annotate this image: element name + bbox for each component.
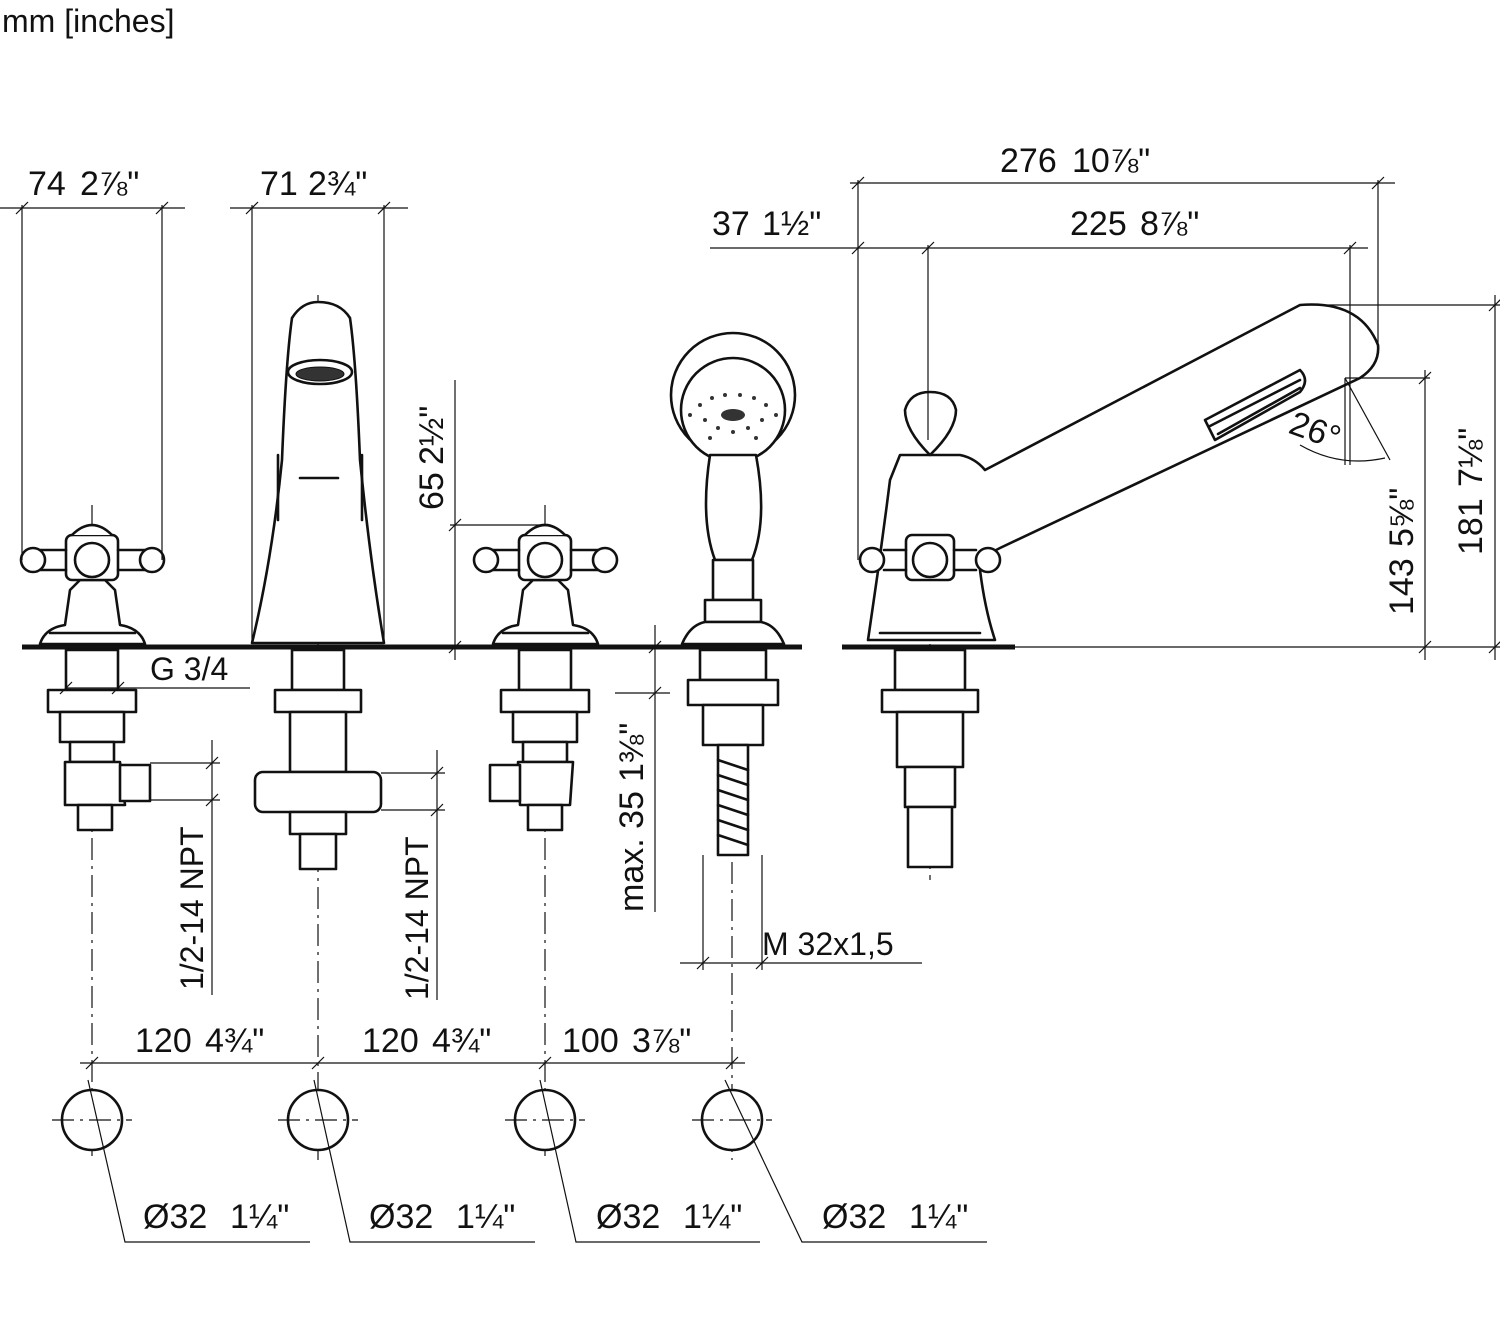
hole-2-dia: Ø32 [369, 1198, 433, 1236]
npt-label-1: 1/2-14 NPT [174, 826, 210, 990]
hole-1-in: 1¼" [230, 1198, 289, 1236]
dim-37-in: 1½" [762, 205, 821, 243]
dim-max35-mm: max. 35 [613, 791, 651, 912]
dim-74-in: 2⅞" [80, 165, 139, 203]
dim-225-in: 8⅞" [1140, 205, 1199, 243]
npt-label-2: 1/2-14 NPT [399, 836, 435, 1000]
spacing-100-mm: 100 [562, 1022, 619, 1060]
hole-4-in: 1¼" [909, 1198, 968, 1236]
dim-74-mm: 74 [28, 165, 66, 203]
spacing-120a-mm: 120 [135, 1022, 192, 1060]
dim-143-mm: 143 [1383, 558, 1421, 615]
spacing-120b-in: 4¾" [432, 1022, 491, 1060]
spout [250, 300, 386, 871]
dim-276-in: 10⅞" [1072, 142, 1150, 180]
dim-71-mm: 71 [260, 165, 298, 203]
angle-26: 26° [1284, 404, 1345, 457]
dimension-lines [0, 176, 1500, 1243]
right-cross-handle-valve [472, 523, 619, 832]
left-cross-handle-valve [19, 523, 166, 832]
thread-g34: G 3/4 [150, 651, 228, 687]
spacing-120b-mm: 120 [362, 1022, 419, 1060]
dim-65-in: 2½" [413, 406, 451, 465]
spacing-120a-in: 4¾" [205, 1022, 264, 1060]
hole-3-in: 1¼" [683, 1198, 742, 1236]
dim-143-in: 5⅝" [1383, 488, 1421, 547]
thread-m32: M 32x1,5 [762, 926, 894, 962]
hole-1-dia: Ø32 [143, 1198, 207, 1236]
dim-max35-in: 1⅜" [613, 723, 651, 782]
hole-4-dia: Ø32 [822, 1198, 886, 1236]
hole-2-in: 1¼" [456, 1198, 515, 1236]
mounting-holes [52, 1088, 772, 1152]
spacing-100-in: 3⅞" [632, 1022, 691, 1060]
units-label: mm [inches] [2, 3, 174, 39]
dim-37-mm: 37 [712, 205, 750, 243]
hole-3-dia: Ø32 [596, 1198, 660, 1236]
dim-225-mm: 225 [1070, 205, 1127, 243]
dim-276-mm: 276 [1000, 142, 1057, 180]
dim-181-mm: 181 [1452, 498, 1490, 555]
diverter-with-shower-holder [858, 303, 1380, 869]
dimension-text: 74 2⅞" 71 2¾" 276 10⅞" 37 1½" 225 8⅞" G … [28, 142, 1490, 1236]
dim-181-in: 7⅛" [1452, 428, 1490, 487]
hand-shower [669, 331, 797, 857]
dim-71-in: 2¾" [308, 165, 367, 203]
dim-65-mm: 65 [413, 472, 451, 510]
